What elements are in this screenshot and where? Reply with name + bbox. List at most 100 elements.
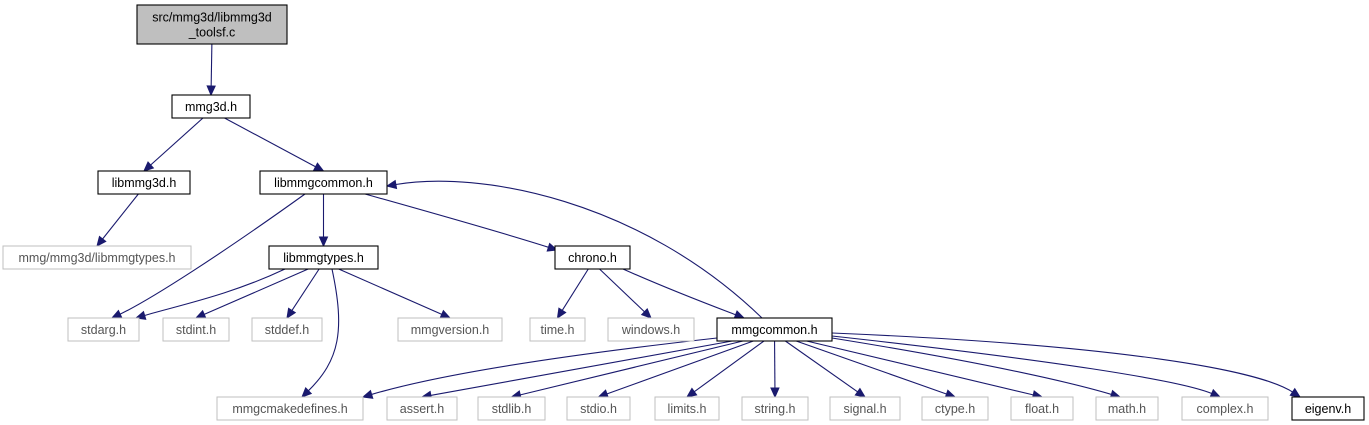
node-libmmgtypes-h[interactable]: libmmgtypes.h — [268, 245, 379, 270]
edge-mmgcommon_h-to-limits_h — [686, 340, 765, 398]
edge-mmgcommon_h-to-ctype_h — [795, 340, 957, 399]
edge-line — [224, 117, 317, 168]
node-libmmgcommon-h[interactable]: libmmgcommon.h — [259, 170, 388, 195]
node-stdarg-h: stdarg.h — [67, 317, 140, 342]
edge-arrowhead — [110, 309, 123, 319]
edge-line — [693, 340, 765, 393]
node-float-h: float.h — [1010, 396, 1074, 421]
node-box — [251, 317, 323, 342]
edge-line — [364, 193, 550, 249]
node-mmg3d-h[interactable]: mmg3d.h — [171, 94, 251, 119]
node-time-h: time.h — [529, 317, 586, 342]
node-label: stddef.h — [265, 323, 310, 337]
edge-arrowhead — [206, 85, 216, 97]
edge-mmg3d_h-to-libmmg3d_h — [143, 117, 204, 172]
edge-line — [149, 117, 204, 167]
node-label: string.h — [755, 402, 796, 416]
edge-line — [210, 43, 213, 88]
node-mmgcommon-h[interactable]: mmgcommon.h — [716, 317, 833, 342]
node-box — [566, 396, 631, 421]
node-string-h: string.h — [741, 396, 809, 421]
edge-line — [599, 268, 646, 313]
edge-line — [785, 340, 859, 393]
edge-arrowhead — [556, 307, 567, 320]
edge-line — [307, 268, 340, 392]
node-box — [654, 396, 720, 421]
node-eigenv-h[interactable]: eigenv.h — [1291, 396, 1365, 421]
edge-libmmgtypes_h-to-mmgcmakedefines_h — [301, 268, 340, 398]
node-box — [829, 396, 901, 421]
edge-arrowhead — [686, 387, 698, 398]
node-label: stdlib.h — [492, 402, 532, 416]
edge-libmmg3d_h-to-libmmgtypes_ext — [96, 193, 139, 247]
node-label: ctype.h — [935, 402, 975, 416]
node-label: libmmgtypes.h — [283, 251, 364, 265]
edge-mmgcommon_h-to-math_h — [831, 337, 1122, 399]
edge-arrowhead — [439, 309, 452, 319]
edge-libmmgtypes_h-to-mmgversion_h — [338, 268, 452, 319]
node-box — [216, 396, 364, 421]
node-stddef-h: stddef.h — [251, 317, 323, 342]
edge-mmgcommon_h-to-string_h — [770, 340, 780, 399]
edge-arrowhead — [318, 236, 329, 248]
edge-arrowhead — [134, 310, 147, 320]
edge-line — [519, 340, 744, 396]
edge-chrono_h-to-mmgcommon_h — [622, 268, 746, 320]
edge-line — [394, 180, 763, 319]
node-label: eigenv.h — [1305, 402, 1351, 416]
edge-arrowhead — [96, 235, 107, 247]
edge-arrowhead — [301, 386, 313, 398]
edge-arrowhead — [640, 307, 652, 319]
edge-chrono_h-to-windows_h — [599, 268, 652, 319]
node-label: time.h — [540, 323, 574, 337]
edge-line — [118, 193, 306, 316]
node-box — [1010, 396, 1074, 421]
node-root[interactable]: src/mmg3d/libmmg3d_toolsf.c — [136, 4, 288, 45]
edge-mmgcommon_h-to-complex_h — [831, 335, 1222, 398]
node-label: mmg3d.h — [185, 100, 237, 114]
edge-line — [831, 337, 1113, 396]
edge-arrowhead — [143, 161, 155, 172]
node-label: _toolsf.c — [188, 26, 236, 40]
node-label: windows.h — [621, 323, 680, 337]
node-libmmg3d-h[interactable]: libmmg3d.h — [97, 170, 191, 195]
node-chrono-h[interactable]: chrono.h — [554, 245, 631, 270]
node-stdint-h: stdint.h — [162, 317, 230, 342]
edge-line — [561, 268, 589, 312]
node-box — [477, 396, 546, 421]
node-label: mmgversion.h — [411, 323, 490, 337]
edge-root-to-mmg3d_h — [206, 43, 216, 97]
edge-mmgcommon_h-to-eigenv_h — [831, 332, 1302, 398]
edge-arrowhead — [385, 179, 398, 190]
node-box — [136, 4, 288, 45]
edge-libmmgtypes_h-to-stdarg_h — [134, 268, 286, 320]
node-label: complex.h — [1197, 402, 1254, 416]
edge-line — [806, 340, 1035, 396]
node-label: libmmgcommon.h — [274, 176, 373, 190]
edge-line — [101, 193, 139, 241]
edge-line — [622, 268, 737, 316]
node-box — [529, 317, 586, 342]
node-stdio-h: stdio.h — [566, 396, 631, 421]
node-box — [1095, 396, 1159, 421]
node-assert-h: assert.h — [386, 396, 458, 421]
node-label: assert.h — [400, 402, 445, 416]
node-box — [67, 317, 140, 342]
node-libmmgtypes-ext: mmg/mmg3d/libmmgtypes.h — [2, 245, 192, 270]
edge-chrono_h-to-time_h — [556, 268, 589, 320]
edge-libmmgtypes_h-to-stddef_h — [286, 268, 320, 320]
nodes-layer: src/mmg3d/libmmg3d_toolsf.c mmg3d.h libmmg… — [2, 4, 1365, 421]
node-label: chrono.h — [568, 251, 617, 265]
edge-arrowhead — [312, 162, 325, 172]
edge-mmgcommon_h-to-mmgcmakedefines_h — [361, 337, 718, 399]
node-mmgversion-h: mmgversion.h — [397, 317, 503, 342]
node-windows-h: windows.h — [607, 317, 695, 342]
edge-arrowhead — [286, 307, 297, 320]
edge-arrowhead — [194, 309, 207, 319]
node-signal-h: signal.h — [829, 396, 901, 421]
node-label: mmg/mmg3d/libmmgtypes.h — [19, 251, 176, 265]
node-label: math.h — [1108, 402, 1146, 416]
node-box — [259, 170, 388, 195]
edge-mmgcommon_h-to-float_h — [806, 340, 1044, 400]
